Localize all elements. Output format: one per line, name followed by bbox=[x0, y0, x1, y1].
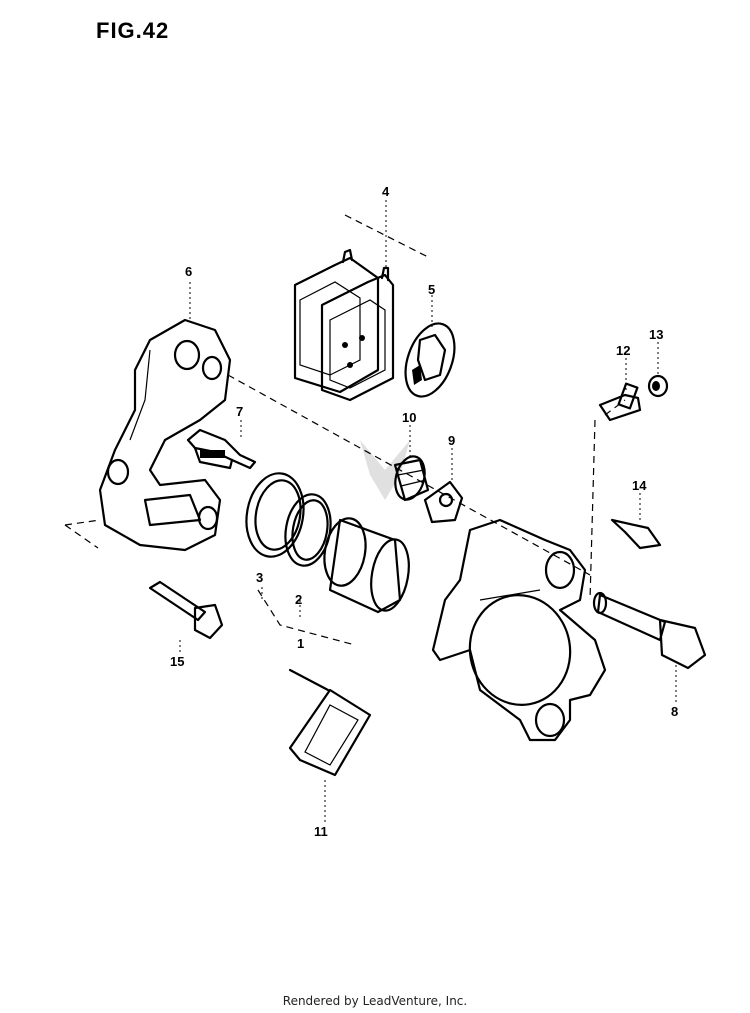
part-8-caliper-bolt[interactable] bbox=[592, 591, 707, 670]
callout-6: 6 bbox=[185, 264, 192, 279]
part-6-caliper-bracket[interactable] bbox=[98, 318, 232, 552]
part-2-piston-seal[interactable] bbox=[280, 491, 336, 570]
callout-15: 15 bbox=[170, 654, 184, 669]
assembly-lines bbox=[64, 214, 626, 646]
part-4-brake-pads[interactable] bbox=[293, 248, 395, 402]
callout-4: 4 bbox=[382, 184, 390, 199]
figure-title: FIG.42 bbox=[96, 18, 170, 43]
callout-1: 1 bbox=[297, 636, 304, 651]
part-13-bleeder-cap[interactable] bbox=[647, 374, 669, 398]
part-14-clip[interactable] bbox=[610, 518, 662, 550]
callout-13: 13 bbox=[649, 327, 663, 342]
callout-12: 12 bbox=[616, 343, 630, 358]
part-1-piston[interactable] bbox=[319, 515, 414, 614]
part-15-bracket-bolt[interactable] bbox=[148, 580, 224, 640]
callout-5: 5 bbox=[428, 282, 435, 297]
callout-14: 14 bbox=[632, 478, 647, 493]
part-7-pad-spring[interactable] bbox=[186, 428, 257, 470]
part-3-dust-seal[interactable] bbox=[240, 469, 310, 561]
part-11-pad-retainer[interactable] bbox=[288, 668, 372, 777]
part-8-caliper-body[interactable] bbox=[431, 518, 607, 742]
footer-credit: Rendered by LeadVenture, Inc. bbox=[282, 994, 468, 1008]
part-10-boot[interactable] bbox=[391, 453, 430, 503]
callout-9: 9 bbox=[448, 433, 455, 448]
leader-lines bbox=[179, 200, 677, 822]
callout-11: 11 bbox=[314, 824, 328, 839]
callout-3: 3 bbox=[256, 570, 263, 585]
part-12-bleeder-screw[interactable] bbox=[598, 382, 642, 422]
watermark-logo bbox=[360, 440, 410, 500]
callout-2: 2 bbox=[295, 592, 302, 607]
part-5-pad-shim[interactable] bbox=[396, 317, 463, 403]
callout-10: 10 bbox=[402, 410, 416, 425]
callout-8: 8 bbox=[671, 704, 678, 719]
part-9-pad-pin-plate[interactable] bbox=[423, 480, 464, 524]
callout-7: 7 bbox=[236, 404, 243, 419]
